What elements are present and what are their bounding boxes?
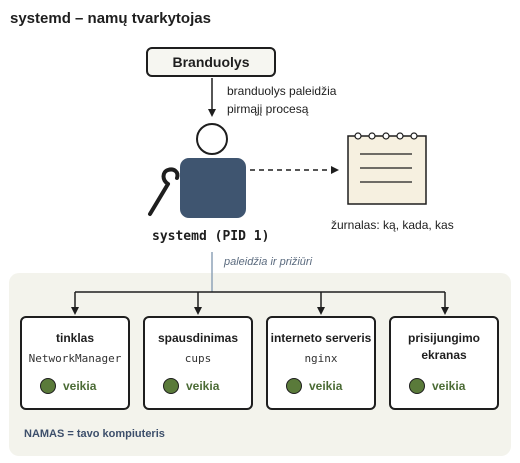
kernel-box: Branduolys [146,47,276,77]
service-name: tinklas [55,331,94,345]
service-box-network: tinklas NetworkManager veikia [20,316,130,410]
status-dot-icon [286,378,302,394]
service-name: spausdinimas [157,331,239,345]
kernel-label: Branduolys [172,54,250,70]
journal-notebook-icon [347,132,427,205]
footer-note: NAMAS = tavo kompiuteris [24,428,165,440]
service-status: veikia [40,378,96,394]
service-box-login-screen: prisijungimo ekranas veikia [389,316,499,410]
service-name: prisijungimo ekranas [408,331,480,362]
service-status: veikia [409,378,465,394]
service-name: interneto serveris [270,331,372,345]
kernel-note-line1: branduolys paleidžia [227,84,337,98]
service-status-label: veikia [186,379,220,393]
service-unit: NetworkManager [28,352,122,365]
service-status-label: veikia [309,379,343,393]
service-status-label: veikia [63,379,97,393]
journal-label: žurnalas: ką, kada, kas [331,218,454,232]
service-box-printing: spausdinimas cups veikia [143,316,253,410]
page-title: systemd – namų tvarkytojas [10,10,211,27]
service-status: veikia [286,378,342,394]
status-dot-icon [409,378,425,394]
service-unit: nginx [304,352,338,365]
service-box-web-server: interneto serveris nginx veikia [266,316,376,410]
status-dot-icon [163,378,179,394]
service-unit: cups [184,352,212,365]
supervise-note: paleidžia ir prižiūri [224,256,313,268]
systemd-figure-icon [148,123,246,218]
systemd-label: systemd (PID 1) [152,229,270,244]
status-dot-icon [40,378,56,394]
kernel-note: branduolys paleidžia pirmąjį procesą [227,82,367,118]
service-status: veikia [163,378,219,394]
service-status-label: veikia [432,379,466,393]
kernel-note-line2: pirmąjį procesą [227,102,309,116]
